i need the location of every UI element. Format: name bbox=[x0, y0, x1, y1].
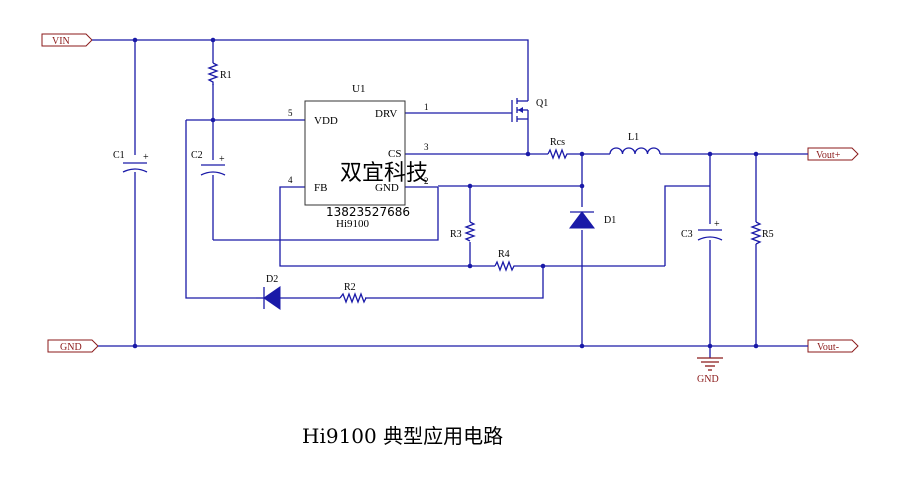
c1-label: C1 bbox=[113, 150, 125, 161]
rcs-label: Rcs bbox=[550, 137, 565, 148]
r4-label: R4 bbox=[498, 249, 510, 260]
resistor-r4: R4 bbox=[494, 249, 515, 272]
vout-minus-port: Vout- bbox=[807, 339, 859, 353]
resistor-r3: R3 bbox=[450, 221, 476, 242]
c2-label: C2 bbox=[191, 150, 203, 161]
vout-plus-port-label: Vout+ bbox=[816, 150, 841, 161]
vout-minus-port-label: Vout- bbox=[817, 342, 839, 353]
junction-dots bbox=[132, 37, 759, 349]
r5-label: R5 bbox=[762, 229, 774, 240]
l1-label: L1 bbox=[628, 132, 639, 143]
c1-plus-icon: + bbox=[143, 152, 149, 163]
pin-number-fb: 4 bbox=[288, 175, 293, 185]
pin-number-gnd: 2 bbox=[424, 176, 429, 186]
ground-icon: GND bbox=[697, 357, 723, 385]
watermark-company: 双宜科技 bbox=[340, 161, 428, 186]
pin-number-vdd: 5 bbox=[288, 108, 293, 118]
resistor-r5: R5 bbox=[750, 221, 774, 245]
ic-pin-vdd: VDD bbox=[314, 115, 338, 127]
wires bbox=[92, 39, 808, 358]
mosfet-q1: Q1 bbox=[511, 96, 548, 124]
ic-pin-fb: FB bbox=[314, 182, 327, 194]
d2-label: D2 bbox=[266, 274, 278, 285]
gnd-in-port: GND bbox=[47, 339, 99, 353]
gnd-in-port-label: GND bbox=[60, 342, 82, 353]
inductor-l1: L1 bbox=[609, 132, 661, 155]
pin-number-cs: 3 bbox=[424, 142, 429, 152]
capacitor-c2: + C2 bbox=[191, 150, 226, 176]
ic-pin-drv: DRV bbox=[375, 108, 397, 120]
vin-port-label: VIN bbox=[52, 36, 70, 47]
c3-plus-icon: + bbox=[714, 219, 720, 230]
resistor-r2: R2 bbox=[339, 282, 367, 304]
capacitor-c3: + C3 bbox=[681, 219, 723, 241]
ic-part: Hi9100 bbox=[336, 218, 370, 230]
capacitor-c1: + C1 bbox=[113, 150, 149, 173]
diode-d2: D2 bbox=[256, 274, 281, 310]
c2-plus-icon: + bbox=[219, 154, 225, 165]
ic-pin-cs: CS bbox=[388, 148, 401, 160]
ic-pin-gnd: GND bbox=[375, 182, 399, 194]
resistor-r1: R1 bbox=[207, 62, 232, 85]
q1-label: Q1 bbox=[536, 98, 548, 109]
ic-ref: U1 bbox=[352, 83, 365, 95]
d1-label: D1 bbox=[604, 215, 616, 226]
resistor-rcs: Rcs bbox=[547, 137, 568, 160]
r1-label: R1 bbox=[220, 70, 232, 81]
ground-label: GND bbox=[697, 374, 719, 385]
ic-u1: U1 VDD DRV CS FB GND 5 1 3 4 2 Hi9100 bbox=[288, 83, 429, 230]
diode-d1: D1 bbox=[569, 211, 616, 229]
diagram-caption: Hi9100 典型应用电路 bbox=[302, 424, 503, 448]
vout-plus-port: Vout+ bbox=[807, 147, 859, 161]
c3-label: C3 bbox=[681, 229, 693, 240]
pin-number-drv: 1 bbox=[424, 102, 429, 112]
vin-port: VIN bbox=[41, 33, 93, 47]
r3-label: R3 bbox=[450, 229, 462, 240]
r2-label: R2 bbox=[344, 282, 356, 293]
watermark-phone: 13823527686 bbox=[326, 205, 410, 219]
